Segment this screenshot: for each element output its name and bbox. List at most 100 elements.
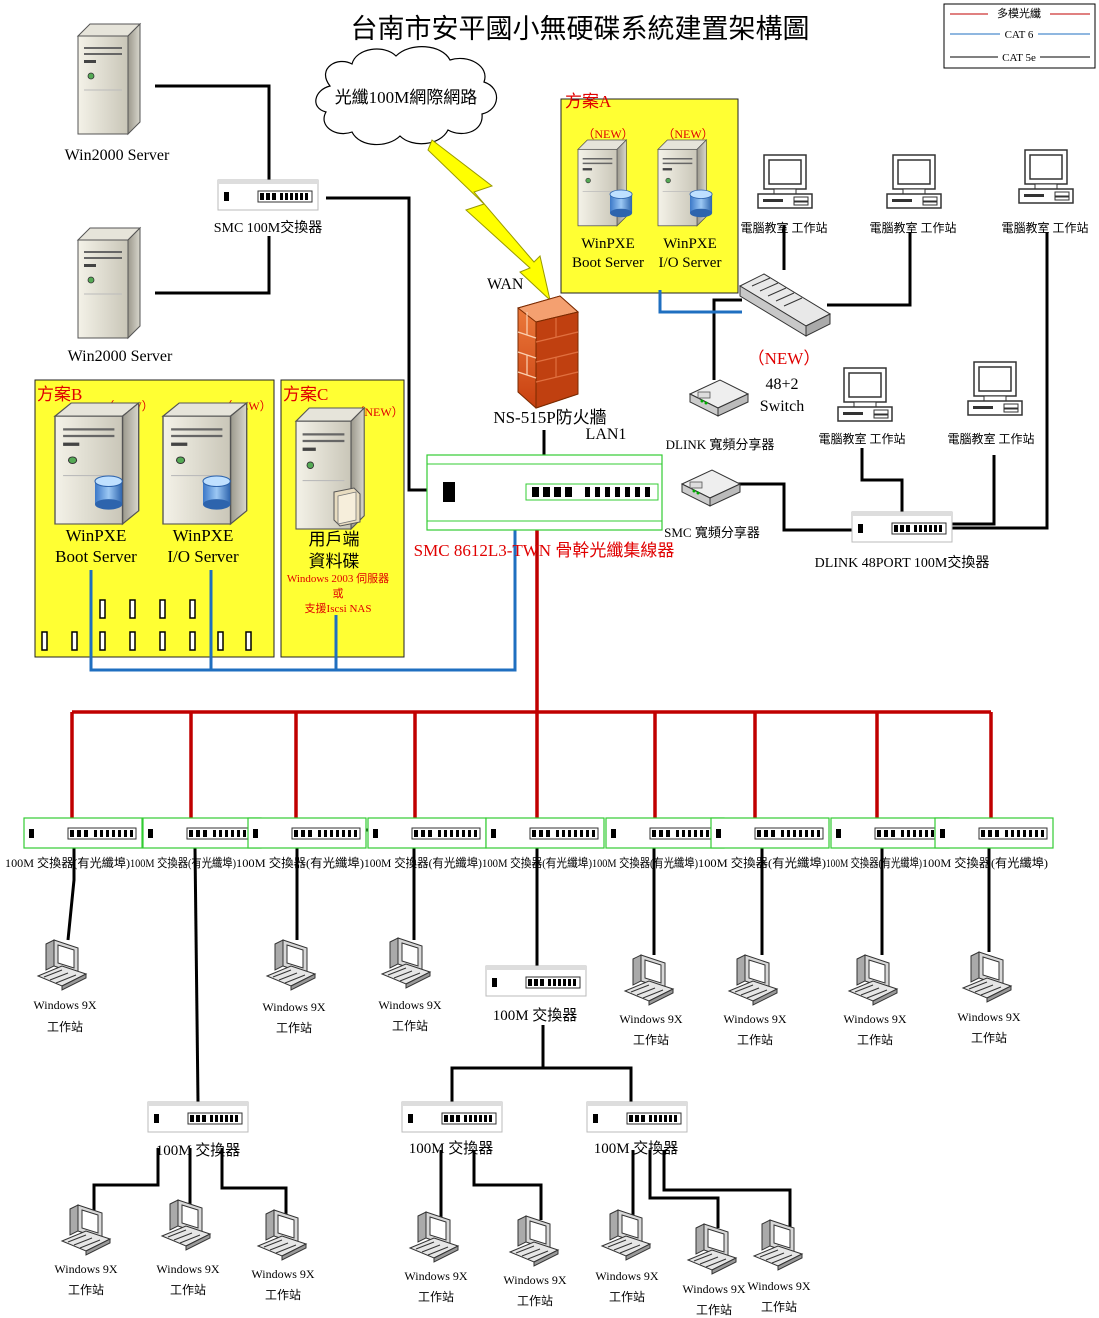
workstation-2-label-1: Windows 9X: [262, 1000, 326, 1014]
cat5e-links: [66, 84, 1049, 1228]
edge-switch-4-icon: [367, 817, 487, 849]
classroom-pc-5-label: 電腦教室 工作站: [947, 431, 1034, 446]
workstation-14-label-2: 工作站: [696, 1303, 732, 1317]
win2000-server-2-icon: [77, 227, 141, 339]
workstation-6-label-2: 工作站: [857, 1033, 893, 1047]
workstation-10-icon: [257, 1209, 307, 1261]
workstation-4-icon: [624, 954, 674, 1006]
plan-a-boot-label-2: Boot Server: [572, 255, 644, 271]
diagram-title: 台南市安平國小無硬碟系統建置架構圖: [351, 14, 810, 44]
sub-switch-left-icon: [147, 1101, 249, 1133]
workstation-4-label-1: Windows 9X: [619, 1012, 683, 1026]
workstation-12-icon: [509, 1215, 559, 1267]
plan-b-title: 方案B: [37, 385, 82, 404]
plan-c-disk-label-1: 用戶端: [309, 530, 360, 549]
workstation-7-icon: [962, 951, 1012, 1003]
edge-switch-6-icon: [605, 817, 725, 849]
plan-c-disk-label-2: 資料碟: [309, 552, 360, 571]
smc-router-icon: [681, 469, 741, 507]
workstation-8-label-1: Windows 9X: [54, 1262, 118, 1276]
plan-a-boot-disk-icon: [609, 189, 633, 218]
workstation-4-label-2: 工作站: [633, 1033, 669, 1047]
edge-switch-label-4: 100M 交換器(有光纖埠): [364, 855, 482, 870]
workstation-14-icon: [687, 1223, 737, 1275]
sub-switch-left-label: 100M 交換器: [156, 1141, 241, 1159]
dlink-48port-switch-label: DLINK 48PORT 100M交換器: [815, 554, 990, 571]
plan-c-note-3: 支援Iscsi NAS: [305, 601, 372, 615]
legend-cat6: CAT 6: [1005, 29, 1034, 41]
legend: 多模光纖 CAT 6 CAT 5e: [943, 3, 1096, 69]
edge-switch-9-icon: [934, 817, 1054, 849]
firewall-icon: [516, 295, 580, 409]
edge-switch-label-9: 100M 交換器(有光纖埠): [922, 855, 1048, 870]
workstation-1-icon: [37, 939, 87, 991]
workstation-1-label-2: 工作站: [47, 1020, 83, 1034]
plan-a-48-2-switch-icon: [738, 273, 832, 337]
edge-switch-label-7: 100M 交換器(有光纖埠): [698, 855, 826, 870]
workstation-3-icon: [381, 937, 431, 989]
classroom-pc-3-label: 電腦教室 工作站: [1001, 220, 1088, 235]
internet-cloud-icon: [315, 46, 498, 146]
edge-switch-label-5: 100M 交換器(有光纖埠): [482, 855, 592, 870]
core-fiber-switch-icon: [426, 454, 663, 531]
workstation-9-label-2: 工作站: [170, 1283, 206, 1297]
sub-switch-right-label: 100M 交換器: [594, 1139, 679, 1157]
legend-fiber: 多模光纖: [997, 6, 1041, 20]
dlink-router-label: DLINK 寬頻分享器: [666, 437, 775, 452]
workstation-6-icon: [848, 954, 898, 1006]
lan1-label: LAN1: [586, 426, 627, 443]
workstation-9-icon: [161, 1199, 211, 1251]
workstation-6-label-1: Windows 9X: [843, 1012, 907, 1026]
dlink-48port-switch-icon: [851, 511, 953, 543]
edge-switch-label-8: 100M 交換器(有光纖埠): [826, 855, 922, 870]
workstation-14-label-1: Windows 9X: [682, 1282, 746, 1296]
workstation-11-label-1: Windows 9X: [404, 1269, 468, 1283]
classroom-pc-2-icon: [886, 154, 942, 209]
sub-switch-right-icon: [586, 1101, 688, 1133]
wan-lightning-icon: [427, 139, 551, 302]
plan-a-switch-name-1: 48+2: [765, 376, 798, 393]
workstation-13-icon: [601, 1209, 651, 1261]
internet-cloud-label: 光纖100M網際網路: [335, 88, 478, 107]
workstation-9-label-1: Windows 9X: [156, 1262, 220, 1276]
plan-b-boot-label-1: WinPXE: [66, 526, 127, 545]
workstation-5-label-2: 工作站: [737, 1033, 773, 1047]
workstation-3-label-2: 工作站: [392, 1019, 428, 1033]
plan-a-switch-name-2: Switch: [760, 398, 804, 415]
classroom-pc-5-icon: [967, 361, 1023, 416]
workstation-8-label-2: 工作站: [68, 1283, 104, 1297]
edge-switch-label-6: 100M 交換器(有光纖埠): [592, 855, 698, 870]
workstation-5-icon: [728, 954, 778, 1006]
smc-100m-switch-icon: [217, 179, 319, 211]
workstation-11-label-2: 工作站: [418, 1290, 454, 1304]
edge-switch-3-icon: [247, 817, 367, 849]
workstation-2-icon: [266, 939, 316, 991]
sub-switch-mid-label: 100M 交換器: [409, 1139, 494, 1157]
edge-switch-7-icon: [710, 817, 830, 849]
workstation-15-label-1: Windows 9X: [747, 1279, 811, 1293]
plan-b-io-label-1: WinPXE: [173, 526, 234, 545]
smc-100m-switch-label: SMC 100M交換器: [214, 219, 323, 236]
workstation-10-label-2: 工作站: [265, 1288, 301, 1302]
plan-c-title: 方案C: [283, 385, 328, 404]
plan-a-io-label-1: WinPXE: [663, 236, 717, 252]
plan-a-new-2: （NEW）: [662, 127, 713, 141]
plan-c-note-1: Windows 2003 伺服器: [287, 572, 389, 585]
workstation-13-label-2: 工作站: [609, 1290, 645, 1304]
edge-switch-1-icon: [23, 817, 143, 849]
sub-switch-center-icon: [485, 965, 587, 997]
edge-switch-2-icon: [142, 817, 262, 849]
classroom-pc-2-label: 電腦教室 工作站: [869, 220, 956, 235]
workstation-13-label-1: Windows 9X: [595, 1269, 659, 1283]
plan-b-boot-label-2: Boot Server: [55, 547, 137, 566]
workstation-7-label-2: 工作站: [971, 1031, 1007, 1045]
workstation-8-icon: [61, 1204, 111, 1256]
workstation-10-label-1: Windows 9X: [251, 1267, 315, 1281]
plan-a-new-1: （NEW）: [582, 127, 633, 141]
plan-b-slots: [41, 599, 252, 651]
plan-a-boot-label-1: WinPXE: [581, 236, 635, 252]
workstation-12-label-2: 工作站: [517, 1294, 553, 1308]
edge-switch-8-icon: [830, 817, 950, 849]
plan-a-io-label-2: I/O Server: [659, 255, 722, 271]
